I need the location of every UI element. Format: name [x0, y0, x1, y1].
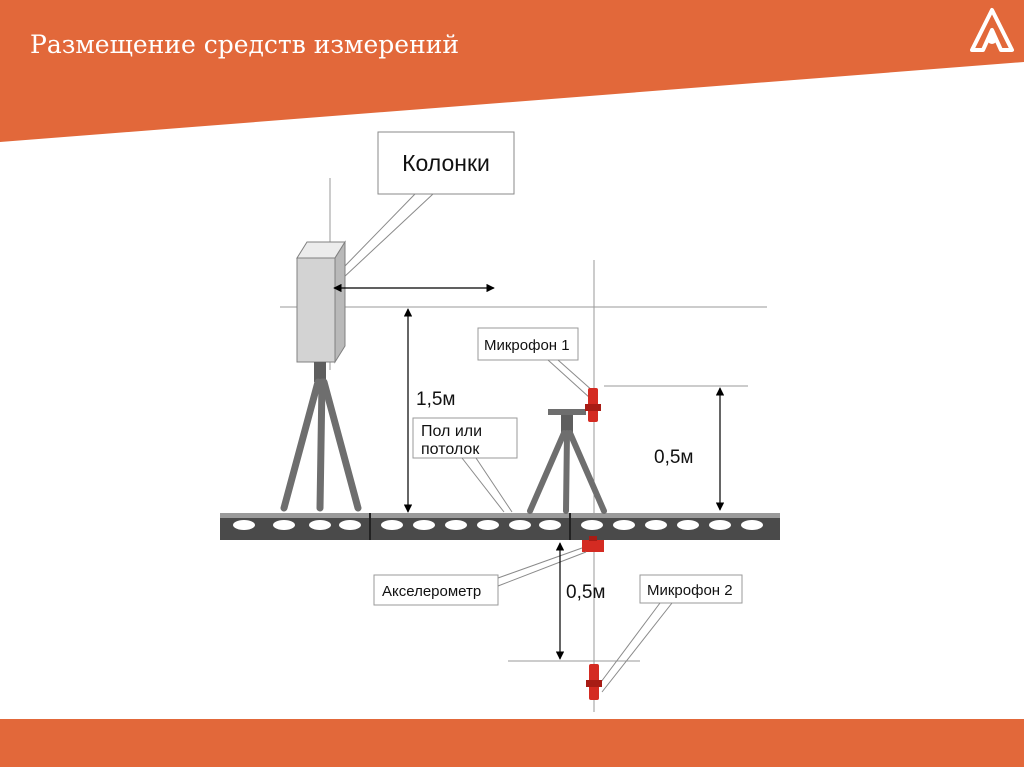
floor-slab [220, 513, 780, 540]
footer-band [0, 719, 1024, 767]
microphone-2-label: Микрофон 2 [647, 582, 733, 599]
microphone-1-label: Микрофон 1 [484, 337, 570, 354]
speaker-box [296, 240, 346, 364]
height-speaker-label: 1,5м [416, 389, 455, 410]
microphone-2 [586, 664, 602, 700]
floor-ceiling-callout: Пол или потолок [412, 417, 518, 513]
speakers-callout: Колонки [342, 131, 515, 279]
microphone-tripod [527, 409, 607, 514]
accelerometer-callout: Акселерометр [373, 547, 587, 606]
slide-title: Размещение средств измерений [30, 30, 460, 59]
header-band [0, 0, 1024, 142]
height-mic1-label: 0,5м [654, 447, 693, 468]
microphone-1 [585, 388, 601, 422]
microphone-2-callout: Микрофон 2 [597, 574, 743, 693]
company-logo-icon [970, 8, 1014, 52]
speaker-tripod [280, 362, 362, 512]
floor-ceiling-label-line1: Пол или [421, 423, 482, 440]
depth-mic2-label: 0,5м [566, 582, 605, 603]
speakers-label: Колонки [402, 150, 490, 176]
accelerometer-label: Акселерометр [382, 583, 481, 600]
microphone-1-callout: Микрофон 1 [477, 327, 595, 399]
accelerometer [582, 536, 604, 552]
floor-ceiling-label-line2: потолок [421, 441, 480, 458]
